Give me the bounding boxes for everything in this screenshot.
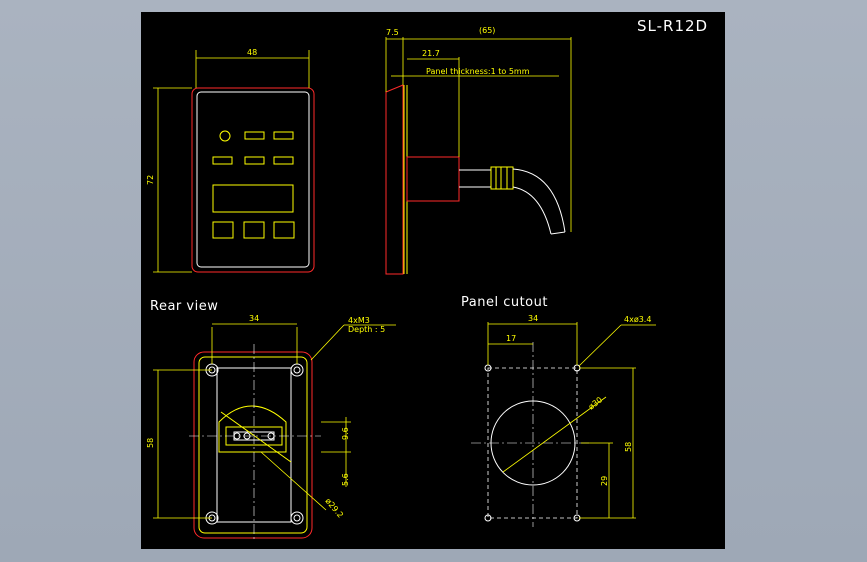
cable-bottom (512, 186, 552, 235)
dim-7-5: 7.5 (386, 28, 399, 37)
cutout-dim-34: 34 (528, 314, 538, 323)
side-rear-body (406, 156, 460, 202)
drawing-title: SL-R12D (637, 17, 708, 35)
dim-21-7: 21.7 (422, 49, 440, 58)
cutout-dim-17: 17 (506, 334, 516, 343)
side-view: 7.5 (65) 21.7 Panel thickness:1 to 5mm (385, 26, 572, 275)
front-key-2 (273, 131, 294, 140)
front-width-dim: 48 (247, 48, 257, 57)
panel-thickness-note: Panel thickness:1 to 5mm (426, 67, 530, 76)
dim-65: (65) (479, 26, 495, 35)
side-body-outline (385, 84, 404, 275)
front-display (212, 184, 294, 213)
rear-thread-note: 4xM3 (348, 316, 370, 325)
cutout-boundary (487, 367, 578, 519)
front-inner-outline (196, 91, 310, 268)
rear-dia-29-2: ø29.2 (323, 497, 344, 520)
front-view: 48 72 (146, 48, 315, 273)
cutout-hole-note: 4xø3.4 (624, 315, 651, 324)
panel-cutout-label: Panel cutout (461, 295, 548, 310)
rear-inner-outline (198, 356, 308, 534)
technical-drawing: SL-R12D (146, 17, 708, 542)
drawing-canvas[interactable]: SL-R12D (141, 12, 725, 549)
rear-dim-34: 34 (249, 314, 259, 323)
rear-dim-5-6: 5.6 (341, 473, 350, 486)
front-key-7 (243, 221, 265, 239)
rear-dim-9-6: 9.6 (341, 427, 350, 440)
rear-connector-body (218, 405, 287, 453)
cable-top (512, 168, 566, 233)
front-key-5 (273, 156, 294, 165)
cutout-dim-29: 29 (600, 476, 609, 486)
rear-dim-58: 58 (146, 438, 155, 448)
cutout-dia-30: ø30 (587, 395, 604, 411)
front-key-6 (212, 221, 234, 239)
connector (490, 166, 514, 190)
rear-view-label: Rear view (150, 299, 218, 314)
rear-outer-outline (193, 351, 313, 539)
rear-screw-holes (205, 363, 304, 525)
front-key-4 (244, 156, 265, 165)
front-key-3 (212, 156, 233, 165)
rear-depth-note: Depth : 5 (348, 325, 385, 334)
indicator-led (219, 130, 231, 142)
front-height-dim: 72 (146, 175, 155, 185)
rear-view: Rear view (146, 299, 396, 542)
front-key-8 (273, 221, 295, 239)
front-outer-outline (191, 87, 315, 273)
front-key-1 (244, 131, 265, 140)
panel-cutout-view: Panel cutout 34 17 (461, 295, 656, 527)
cutout-dim-58: 58 (624, 442, 633, 452)
